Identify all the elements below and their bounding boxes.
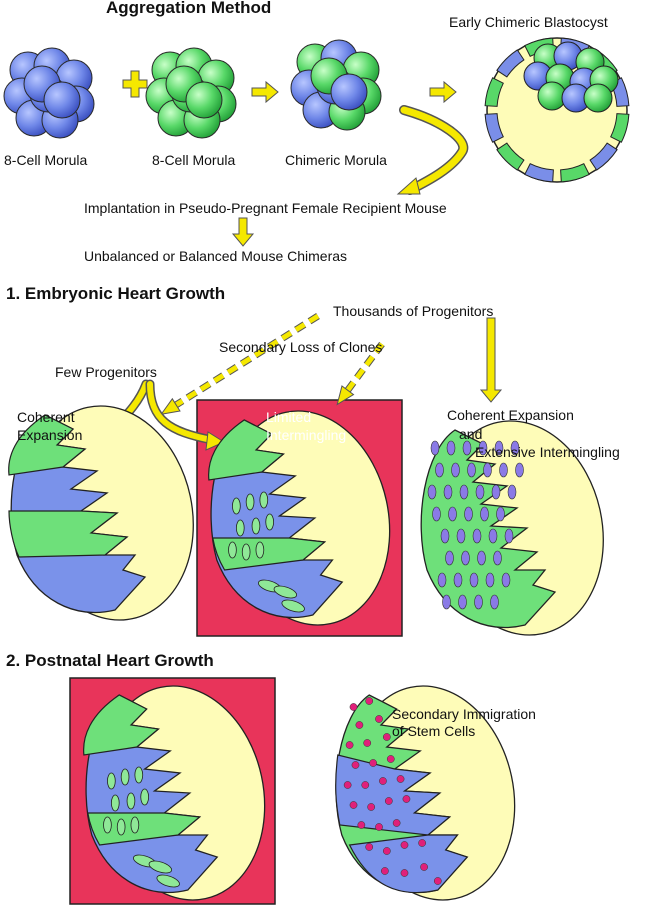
arrow-few-to-limited	[147, 381, 215, 443]
label-limited: Limited	[266, 409, 312, 425]
blastocyst-cell	[484, 113, 504, 143]
arrow-down-icon	[479, 317, 503, 403]
label-stem-cells: of Stem Cells	[392, 723, 476, 739]
inner-cell-mass-cell	[583, 83, 613, 113]
label-mouse-chimeras: Unbalanced or Balanced Mouse Chimeras	[84, 248, 348, 264]
heart-extensive-intermingling	[420, 420, 604, 636]
label-early-chimeric-blastocyst: Early Chimeric Blastocyst	[449, 14, 608, 30]
heart-coherent-expansion	[8, 405, 194, 621]
label-chimeric-morula: Chimeric Morula	[285, 152, 387, 168]
arrow-right-icon	[429, 80, 457, 104]
label-8-cell-morula-blue: 8-Cell Morula	[4, 152, 88, 168]
label-thousands-progenitors: Thousands of Progenitors	[333, 303, 494, 319]
blastocyst-cell	[484, 77, 504, 107]
blastocyst-cell	[496, 142, 525, 171]
section2-title: 2. Postnatal Heart Growth	[6, 651, 214, 670]
label-secondary-immigration: Secondary Immigration	[392, 706, 536, 722]
arrow-head-icon	[396, 177, 421, 195]
label-implantation: Implantation in Pseudo-Pregnant Female R…	[84, 200, 447, 216]
label-few-progenitors: Few Progenitors	[55, 364, 157, 380]
label-coherent: Coherent	[17, 409, 75, 425]
label-coherent-expansion: Coherent Expansion	[447, 407, 574, 423]
label-8-cell-morula-green: 8-Cell Morula	[152, 152, 236, 168]
blastocyst-cell	[589, 142, 618, 171]
label-extensive-intermingling: Extensive Intermingling	[475, 444, 620, 460]
section1-title: 1. Embryonic Heart Growth	[6, 284, 226, 303]
plus-icon	[122, 70, 148, 98]
chimeric-morula	[290, 39, 382, 131]
blastocyst-cell	[496, 49, 525, 78]
label-intermingling: Intermingling	[266, 427, 347, 443]
heart-postnatal-red	[83, 685, 266, 901]
curved-arrow-implantation	[400, 106, 467, 194]
dashed-arrow-to-limited	[339, 342, 385, 400]
blastocyst-cell	[560, 163, 590, 183]
heart-postnatal-immigration	[335, 685, 516, 901]
diagram-title: Aggregation Method	[106, 0, 272, 17]
blue-morula	[3, 47, 95, 139]
blastocyst-cell	[524, 163, 554, 183]
arrow-down-icon	[231, 217, 255, 247]
blastocyst-cell	[610, 113, 630, 143]
blastocyst	[484, 37, 630, 183]
heart-limited-intermingling	[208, 410, 391, 626]
label-secondary-loss: Secondary Loss of Clones	[219, 339, 383, 355]
label-expansion: Expansion	[17, 427, 83, 443]
green-morula	[145, 47, 237, 139]
dashed-arrow-to-coherent	[166, 313, 320, 413]
label-and: and	[459, 426, 483, 442]
arrow-right-icon	[251, 80, 279, 104]
